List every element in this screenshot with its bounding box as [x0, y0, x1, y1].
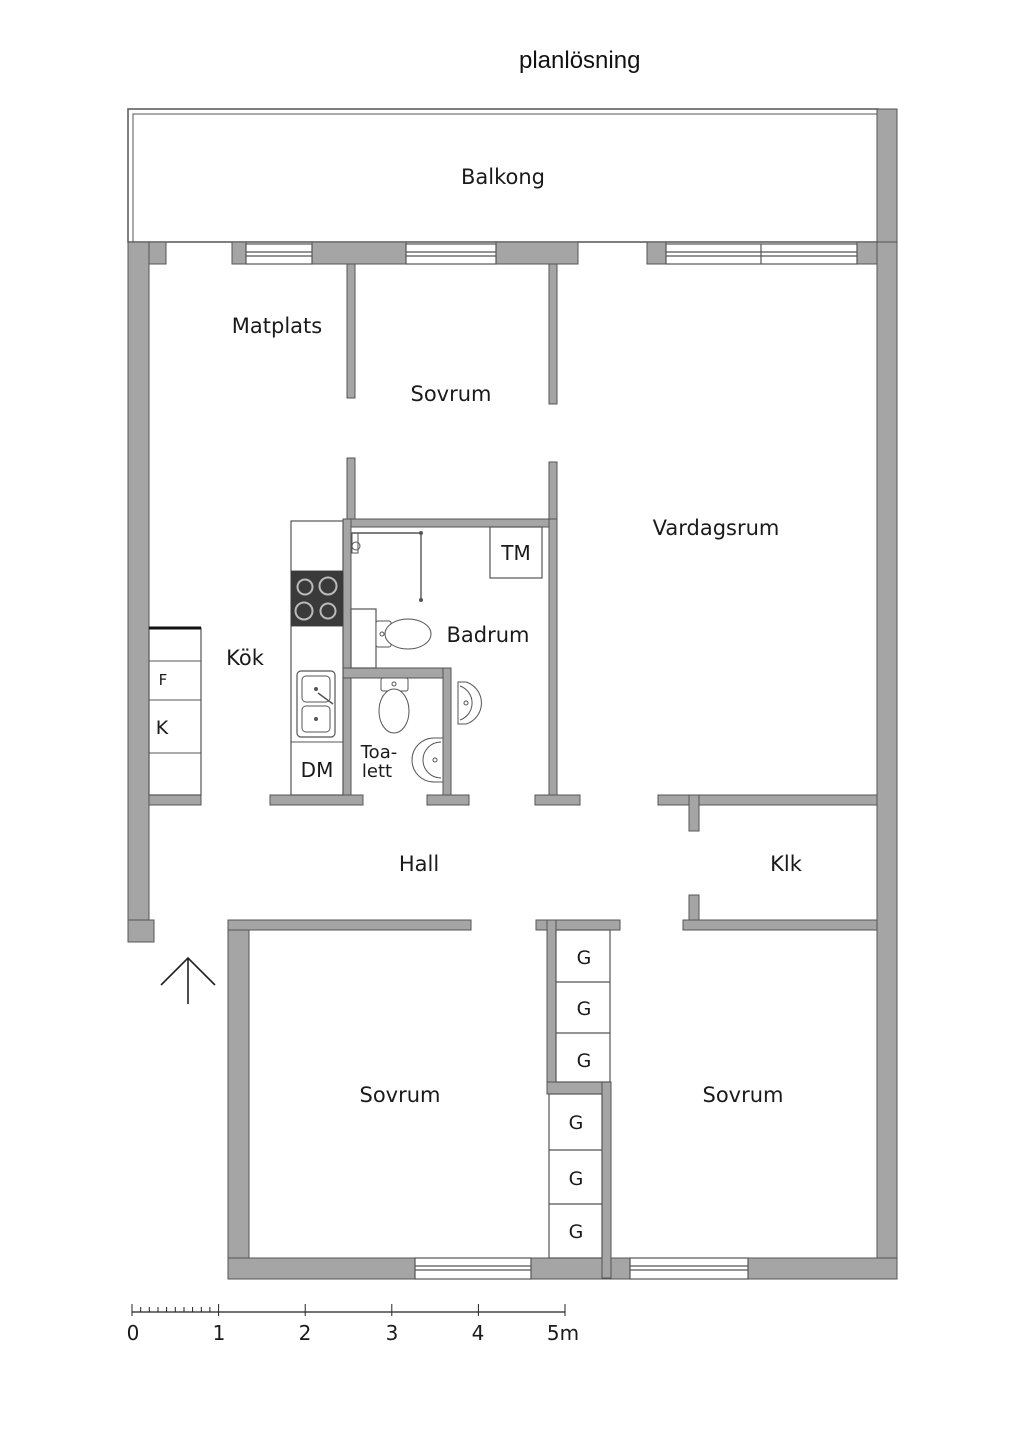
- wardrobe-label: G: [569, 1112, 584, 1134]
- up-arrow-icon: [160, 956, 216, 1004]
- outer-walls: [127, 241, 898, 1280]
- fixture-labels: TM DM F K G G G G G G: [156, 541, 592, 1243]
- fridge-freezer-cabinet: [148, 626, 202, 796]
- scale-label: 5m: [547, 1321, 579, 1345]
- room-label-balkong: Balkong: [461, 165, 545, 189]
- room-label-sovrum-top: Sovrum: [410, 382, 491, 406]
- washbasin-icon-2: [411, 737, 444, 783]
- room-label-hall: Hall: [399, 852, 439, 876]
- plan-title: planlösning: [519, 47, 640, 74]
- room-label-klk: Klk: [770, 852, 803, 876]
- fixture-label-dm: DM: [301, 758, 334, 782]
- scale-label: 0: [127, 1321, 140, 1345]
- washbasin-icon: [457, 681, 482, 725]
- window-top-2: [405, 243, 497, 265]
- wardrobes: [548, 929, 611, 1259]
- room-label-toalett-line2: lett: [362, 761, 392, 782]
- windows: [245, 243, 858, 1280]
- scale-label: 1: [213, 1321, 226, 1345]
- room-label-kok: Kök: [226, 646, 265, 670]
- window-bottom-2: [629, 1257, 749, 1280]
- wardrobe-label: G: [569, 1168, 584, 1190]
- room-labels: Balkong Matplats Sovrum Vardagsrum Badru…: [226, 165, 803, 1107]
- sink-icon: [296, 670, 336, 738]
- fixture-label-freezer: F: [159, 671, 168, 689]
- wardrobe-label: G: [577, 947, 592, 969]
- fixture-label-tm: TM: [500, 541, 530, 565]
- scale-bar: 0 1 2 3 4 5m: [127, 1304, 579, 1345]
- scale-label: 4: [472, 1321, 485, 1345]
- fixture-label-fridge: K: [156, 717, 169, 739]
- toilet-icon: [375, 618, 432, 650]
- room-label-vardagsrum: Vardagsrum: [653, 516, 780, 540]
- toilet-icon-2: [378, 677, 410, 734]
- wardrobe-label: G: [577, 998, 592, 1020]
- shower-icon: [351, 531, 423, 602]
- stove-icon: [291, 571, 343, 626]
- room-label-toalett-line1: Toa-: [360, 742, 397, 763]
- room-label-sovrum-left: Sovrum: [359, 1083, 440, 1107]
- wardrobe-label: G: [577, 1050, 592, 1072]
- window-top-1: [245, 243, 313, 265]
- room-label-sovrum-right: Sovrum: [702, 1083, 783, 1107]
- interior-walls: [148, 263, 878, 1279]
- scale-label: 3: [386, 1321, 399, 1345]
- scale-label: 2: [299, 1321, 312, 1345]
- window-bottom-1: [414, 1257, 532, 1280]
- wardrobe-label: G: [569, 1221, 584, 1243]
- washing-machine: [489, 526, 543, 579]
- room-label-matplats: Matplats: [232, 314, 322, 338]
- window-top-3: [665, 243, 858, 265]
- kitchen-counter: [290, 520, 344, 796]
- bathroom-fixtures: [350, 526, 543, 783]
- room-label-badrum: Badrum: [446, 623, 529, 647]
